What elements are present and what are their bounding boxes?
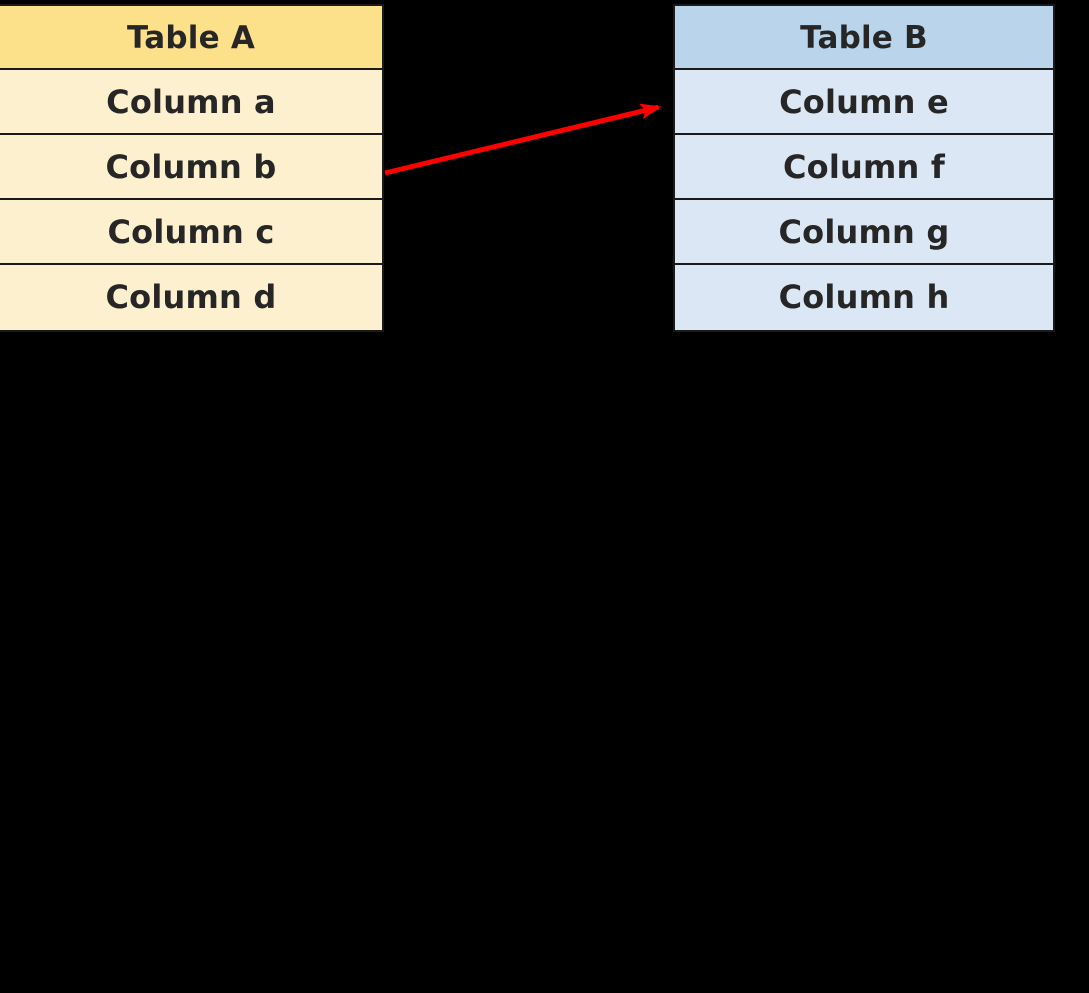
table-b-column-h[interactable]: Column h xyxy=(675,265,1053,330)
table-a-column-b[interactable]: Column b xyxy=(0,135,382,200)
table-b-title: Table B xyxy=(675,6,1053,70)
table-a-column-c[interactable]: Column c xyxy=(0,200,382,265)
table-a-column-d[interactable]: Column d xyxy=(0,265,382,330)
arrow-column-b-to-column-e xyxy=(384,103,662,176)
entity-table-b[interactable]: Table B Column e Column f Column g Colum… xyxy=(673,4,1055,332)
table-a-title: Table A xyxy=(0,6,382,70)
table-b-column-f[interactable]: Column f xyxy=(675,135,1053,200)
table-a-column-a[interactable]: Column a xyxy=(0,70,382,135)
table-b-column-g[interactable]: Column g xyxy=(675,200,1053,265)
entity-table-a[interactable]: Table A Column a Column b Column c Colum… xyxy=(0,4,384,332)
table-b-column-e[interactable]: Column e xyxy=(675,70,1053,135)
